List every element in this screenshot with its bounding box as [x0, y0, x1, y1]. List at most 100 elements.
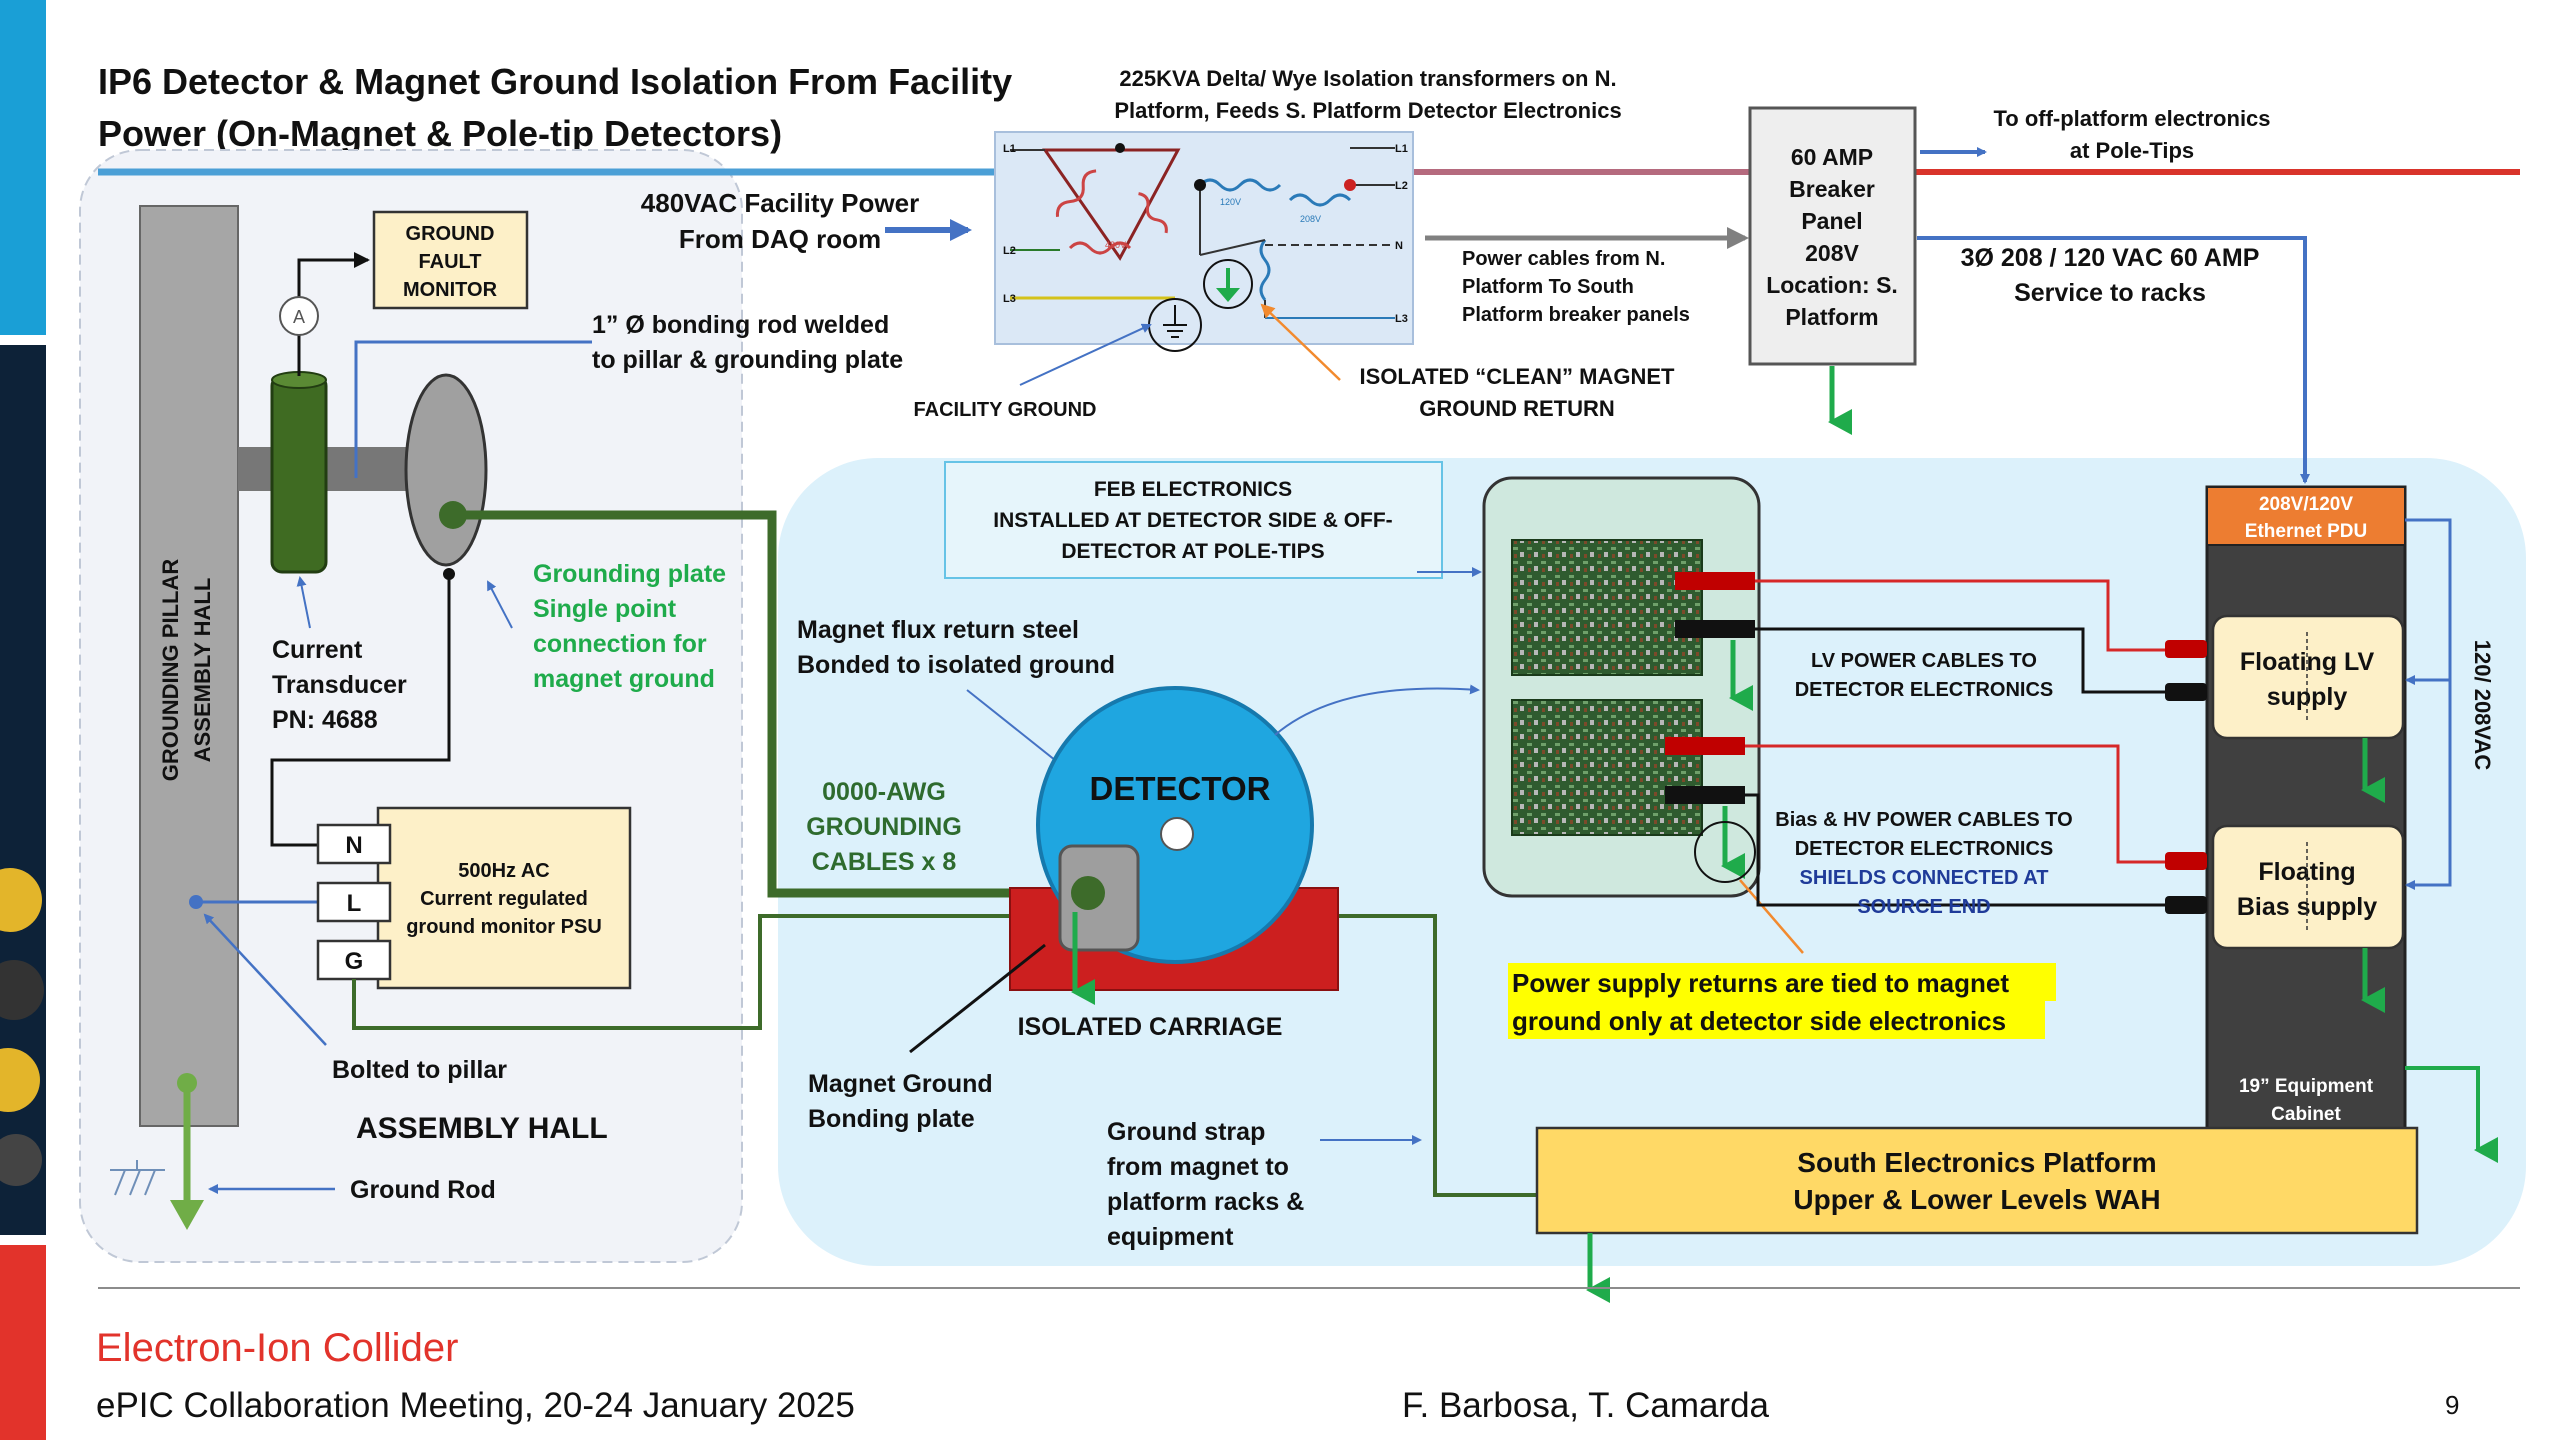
transformer-l1-label: L1	[1003, 143, 1016, 155]
ammeter-label: A	[293, 307, 305, 327]
lv-supply-connector-black	[2165, 683, 2207, 701]
awg-grounding-cables	[453, 510, 1090, 898]
footer-org: Electron-Ion Collider	[96, 1326, 459, 1370]
service-to-racks-line	[1917, 236, 2310, 484]
bolted-label: Bolted to pillar	[332, 1056, 507, 1084]
service-label-line1: 3Ø 208 / 120 VAC 60 AMP	[1961, 244, 2260, 272]
breaker-panel-line3: Panel	[1801, 208, 1862, 234]
ct-label-line3: PN: 4688	[272, 706, 378, 734]
left-accent-bar-blue	[0, 0, 46, 335]
power-cables-label-line1: Power cables from N.	[1462, 248, 1665, 270]
plate-to-psu-n-wire	[270, 576, 451, 847]
grounding-plate-pointer	[487, 580, 513, 629]
bias-supply-connector-black	[2165, 896, 2207, 914]
left-accent-sphere	[0, 960, 44, 1020]
transformer-120v-label: 120V	[1220, 197, 1241, 207]
lv-connector-black	[1675, 620, 1755, 638]
ground-strap-label-line4: equipment	[1107, 1223, 1234, 1251]
breaker-panel-line4: 208V	[1805, 240, 1859, 266]
transformer-out-l1-label: L1	[1395, 143, 1408, 155]
lv-supply-connector-red	[2165, 640, 2207, 658]
transformer-480v-label: 480V	[1105, 240, 1126, 250]
hv-connector-red	[1665, 737, 1745, 755]
slide-title-line2: Power (On-Magnet & Pole-tip Detectors)	[98, 113, 782, 154]
facility-power-label-line2: From DAQ room	[679, 224, 881, 254]
returns-note-line2: ground only at detector side electronics	[1512, 1006, 2006, 1036]
slide-title-line1: IP6 Detector & Magnet Ground Isolation F…	[98, 61, 1012, 102]
left-accent-sphere	[0, 868, 42, 932]
transformer-caption-line1: 225KVA Delta/ Wye Isolation transformers…	[1119, 66, 1616, 91]
returns-note-line1: Power supply returns are tied to magnet	[1512, 968, 2009, 998]
grounding-plate-label-line1: Grounding plate	[533, 560, 726, 588]
bonding-rod-label-line2: to pillar & grounding plate	[592, 346, 903, 374]
current-transducer-pointer	[296, 576, 311, 629]
ct-label-line2: Transducer	[272, 671, 407, 699]
awg-label-line3: CABLES x 8	[812, 848, 957, 876]
pdu-label-line2: Ethernet PDU	[2245, 521, 2367, 542]
bonding-plate-label-line1: Magnet Ground	[808, 1070, 993, 1098]
left-accent-bar-red	[0, 1245, 46, 1440]
psu-label-line1: 500Hz AC	[458, 860, 550, 882]
grounding-plate	[404, 373, 488, 567]
ground-rod-label: Ground Rod	[350, 1176, 496, 1204]
transformer-out-l3-label: L3	[1395, 313, 1408, 325]
off-platform-label-line2: at Pole-Tips	[2070, 138, 2194, 163]
ground-strap-line	[352, 914, 1570, 1197]
feb-board-upper	[1511, 539, 1703, 676]
bias-supply-connector-red	[2165, 852, 2207, 870]
awg-label-line1: 0000-AWG	[822, 778, 946, 806]
platform-label-line2: Upper & Lower Levels WAH	[1793, 1184, 2160, 1215]
pillar-bolt-point	[189, 895, 203, 909]
footer-meeting: ePIC Collaboration Meeting, 20-24 Januar…	[96, 1386, 855, 1425]
bonding-rod-pointer	[354, 340, 592, 478]
returns-note-highlight-2	[1508, 1001, 2045, 1039]
flux-return-label-line2: Bonded to isolated ground	[797, 651, 1115, 679]
footer-authors: F. Barbosa, T. Camarda	[1402, 1386, 1770, 1425]
ground-rod-tip	[170, 1200, 204, 1230]
facility-ground-pointer	[1019, 323, 1152, 386]
returns-note-pointer	[1739, 879, 1804, 954]
bonding-plate-connection	[1071, 876, 1105, 910]
off-platform-label-line1: To off-platform electronics	[1993, 106, 2270, 131]
floating-bias-supply	[2211, 824, 2405, 950]
lv-positive-cable	[1755, 579, 2165, 652]
earth-ground-icon	[110, 1160, 165, 1196]
floating-lv-supply	[2211, 614, 2405, 740]
facility-power-label-line1: 480VAC Facility Power	[641, 188, 919, 218]
psu-label-line2: Current regulated	[420, 888, 588, 910]
grounding-plate-terminal	[443, 568, 455, 580]
vac-label: 120/ 208VAC	[2470, 640, 2495, 771]
bonding-rod-label-line1: 1” Ø bonding rod welded	[592, 311, 889, 339]
breaker-panel-line5: Location: S.	[1766, 272, 1898, 298]
feb-board-lower	[1511, 699, 1703, 836]
gfm-label-line1: GROUND	[406, 223, 495, 245]
cabinet-label-line1: 19” Equipment	[2239, 1076, 2374, 1097]
hv-cables-label-line2: DETECTOR ELECTRONICS	[1795, 838, 2054, 860]
pillar-label-line1: GROUNDING PILLAR	[158, 559, 183, 782]
grounding-plate-label-line4: magnet ground	[533, 665, 715, 693]
grounding-plate-label-line2: Single point	[533, 595, 677, 623]
breaker-panel-line2: Breaker	[1789, 176, 1875, 202]
transformer-out-l2-label: L2	[1395, 180, 1408, 192]
lv-cables-label-line1: LV POWER CABLES TO	[1811, 650, 2037, 672]
breaker-panel-line1: 60 AMP	[1791, 144, 1873, 170]
psu-terminal-g-label: G	[345, 948, 364, 975]
cabinet-label-line2: Cabinet	[2271, 1104, 2341, 1125]
lv-cables-label-line2: DETECTOR ELECTRONICS	[1795, 679, 2054, 701]
transformer-caption-line2: Platform, Feeds S. Platform Detector Ele…	[1114, 98, 1621, 123]
psu-terminal-l-label: L	[347, 890, 362, 917]
gfm-label-line3: MONITOR	[403, 279, 498, 301]
ground-fault-monitor-box	[372, 210, 529, 310]
transformer-l2-label: L2	[1003, 245, 1016, 257]
grounding-pillar	[139, 205, 239, 1127]
ground-strap-label-line3: platform racks &	[1107, 1188, 1304, 1216]
feb-label-line3: DETECTOR AT POLE-TIPS	[1061, 540, 1324, 563]
left-accent-sphere	[0, 1048, 40, 1112]
ground-rod-top	[177, 1073, 197, 1093]
facility-ground-label: FACILITY GROUND	[914, 399, 1097, 421]
feb-label-line1: FEB ELECTRONICS	[1094, 478, 1292, 501]
bolted-pointer	[203, 913, 327, 1046]
detector-to-feb-pointer	[1274, 684, 1480, 736]
isolated-carriage-label: ISOLATED CARRIAGE	[1018, 1013, 1283, 1041]
